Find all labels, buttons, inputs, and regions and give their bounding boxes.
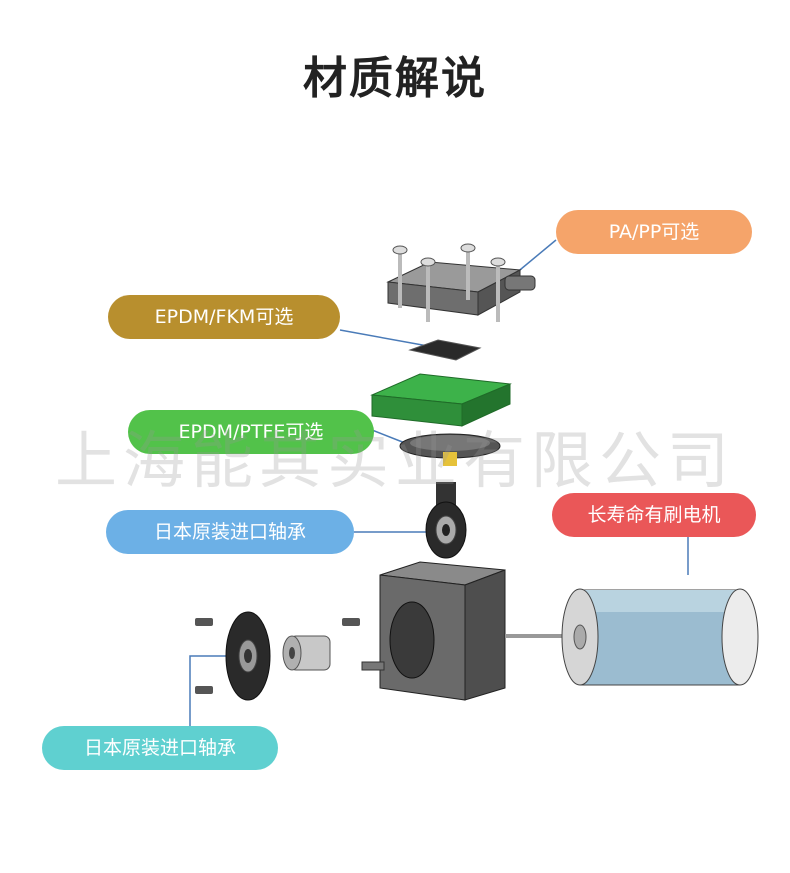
leader-head <box>514 239 557 275</box>
screw-part <box>195 686 213 694</box>
label-head-material: PA/PP可选 <box>556 210 752 254</box>
pump-head-part <box>386 243 536 322</box>
label-motor: 长寿命有刷电机 <box>552 493 756 537</box>
leader-gasket <box>339 329 429 347</box>
screw-part <box>195 618 213 626</box>
label-bearing-lower: 日本原装进口轴承 <box>42 726 278 770</box>
pump-housing-part <box>361 561 506 701</box>
bearing-part <box>425 482 467 559</box>
leader-bearing-2 <box>189 655 240 726</box>
label-bearing-upper: 日本原装进口轴承 <box>106 510 354 554</box>
page-title: 材质解说 <box>303 53 487 104</box>
screw-part <box>342 618 360 626</box>
diaphragm-part <box>399 433 501 466</box>
gasket-part <box>408 339 482 361</box>
coupling-part <box>282 635 331 671</box>
motor-part <box>505 588 759 686</box>
leader-diaphragm <box>371 429 406 444</box>
label-diaphragm-material: EPDM/PTFE可选 <box>128 410 374 454</box>
flange-bearing-part <box>225 611 271 701</box>
watermark-text: 上海能其实业有限公司 <box>54 424 735 497</box>
label-gasket-material: EPDM/FKM可选 <box>108 295 340 339</box>
valve-plate-part <box>370 373 512 427</box>
